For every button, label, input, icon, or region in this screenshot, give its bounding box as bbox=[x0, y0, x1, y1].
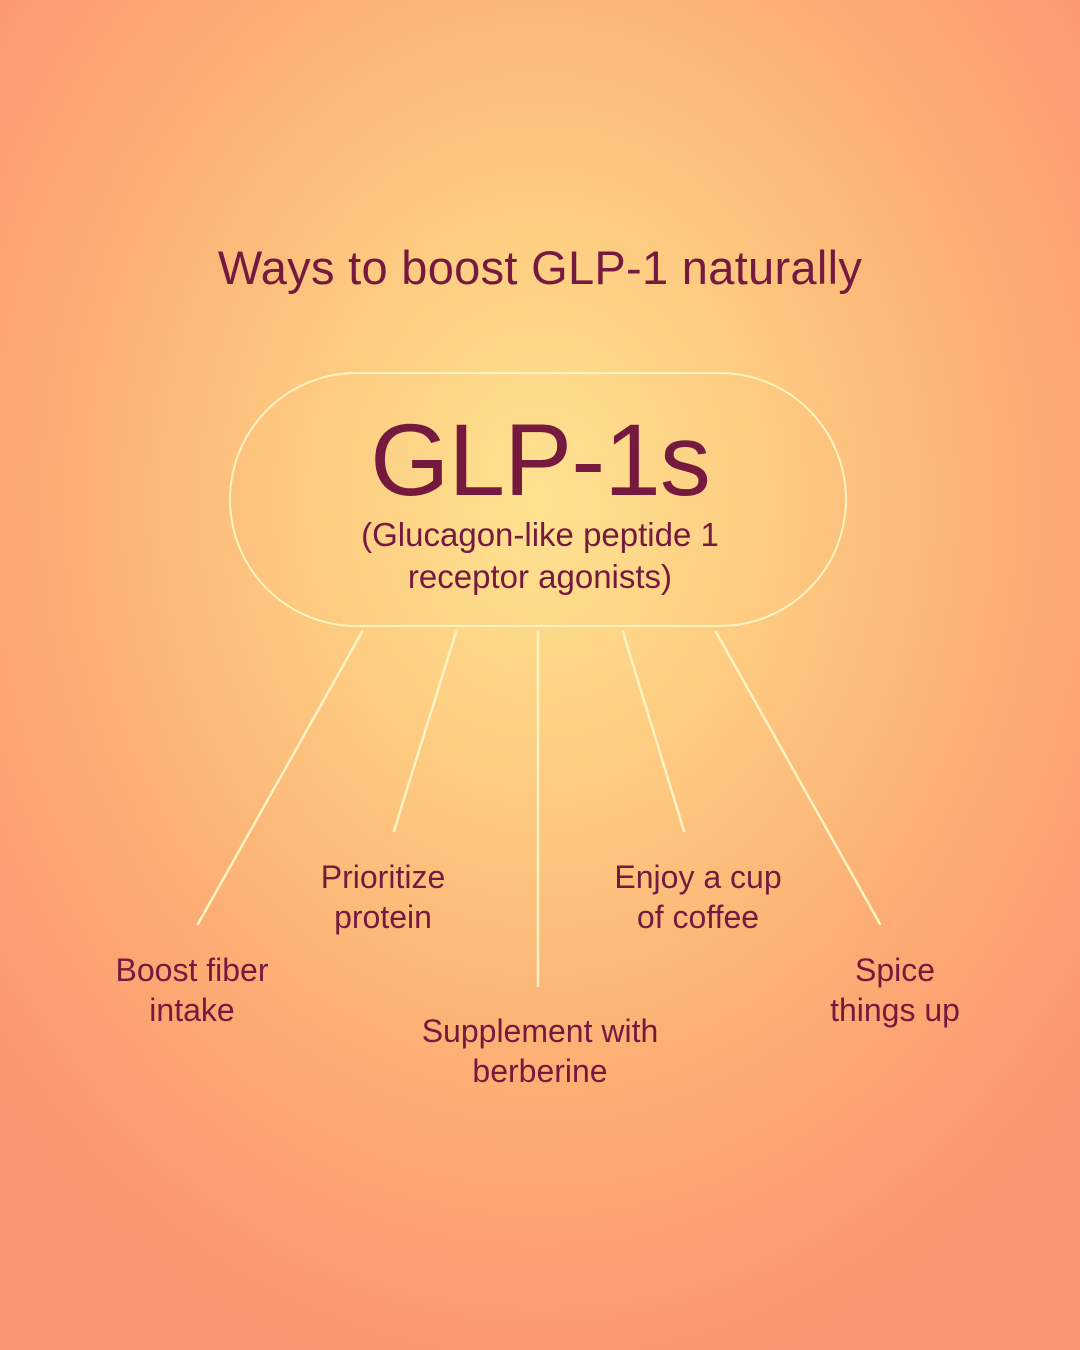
connector-fiber bbox=[196, 630, 364, 926]
center-pill bbox=[229, 372, 847, 627]
connector-spice bbox=[714, 630, 882, 926]
way-label-fiber: Boost fiber intake bbox=[115, 952, 269, 1028]
way-label-berberine: Supplement with berberine bbox=[421, 1013, 659, 1089]
way-label-protein: Prioritize protein bbox=[320, 859, 446, 935]
center-subtitle: (Glucagon-like peptide 1 receptor agonis… bbox=[361, 516, 719, 595]
center-title: GLP-1s bbox=[370, 403, 711, 517]
page-title: Ways to boost GLP-1 naturally bbox=[217, 241, 863, 294]
connector-coffee bbox=[621, 630, 686, 833]
connector-protein bbox=[392, 630, 458, 833]
way-label-spice: Spice things up bbox=[830, 952, 960, 1028]
way-label-coffee: Enjoy a cup of coffee bbox=[614, 859, 782, 935]
